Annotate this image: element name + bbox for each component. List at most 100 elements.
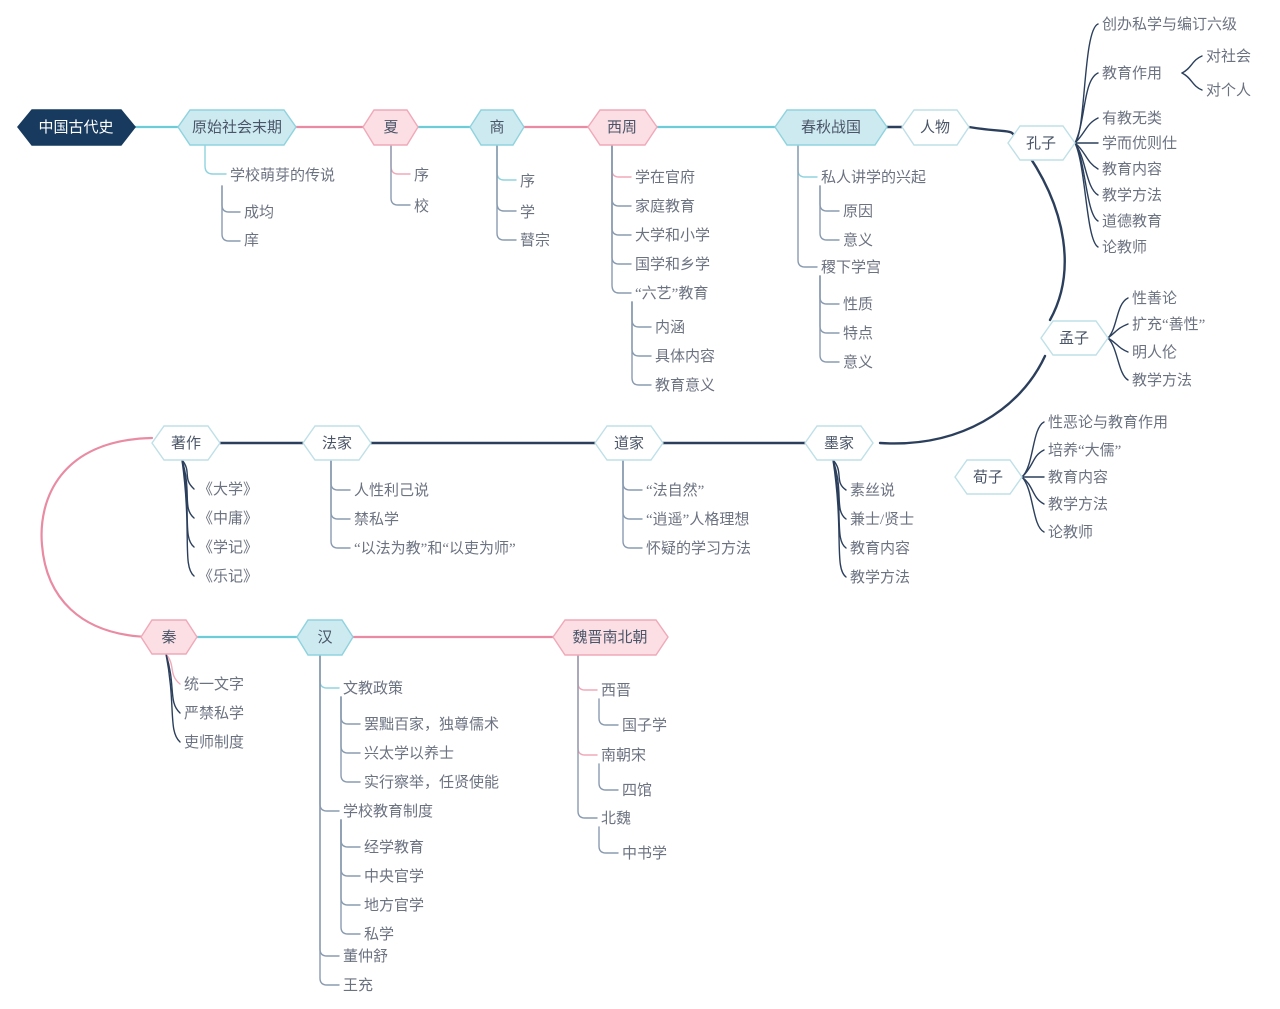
leaf-label: 家庭教育 — [635, 198, 695, 215]
mengzi-label: 孟子 — [1059, 330, 1089, 347]
node-chunqiu[interactable]: 春秋战国 — [774, 109, 888, 146]
conn-xunzi-1 — [1021, 421, 1045, 478]
conn-qin-2 — [165, 653, 181, 714]
leaf-label: 南朝宋 — [601, 747, 646, 764]
conn-kongzi-2 — [1074, 72, 1099, 144]
node-zhuzuo[interactable]: 著作 — [151, 425, 221, 461]
node-kongzi[interactable]: 孔子 — [1007, 125, 1076, 161]
xizhou-label: 西周 — [607, 119, 637, 136]
leaf-label: 特点 — [843, 325, 873, 342]
node-shang[interactable]: 商 — [469, 109, 525, 146]
conn-mojia-2 — [832, 459, 847, 520]
leaf-label: 教学方法 — [1048, 496, 1108, 513]
conn-wenjiao-2 — [340, 696, 361, 754]
link-mengzi-mojia — [878, 354, 1047, 445]
xunzi-label: 荀子 — [973, 469, 1003, 486]
subtree-connectors — [165, 23, 1203, 986]
leaf-label: 教学方法 — [850, 569, 910, 586]
leaf-label: “法自然” — [646, 482, 704, 499]
leaf-label: 吏师制度 — [184, 734, 244, 751]
leaf-label: 稷下学宫 — [821, 259, 881, 276]
mengzi-hexagon[interactable] — [1040, 320, 1109, 356]
zhuzuo-label: 著作 — [171, 435, 201, 452]
leaf-label: 董仲舒 — [343, 948, 388, 965]
leaf-label: 具体内容 — [655, 348, 715, 365]
conn-kongzi-8 — [1074, 142, 1099, 248]
conn-xunzi-5 — [1021, 476, 1045, 533]
kongzi-hexagon[interactable] — [1007, 125, 1076, 161]
node-xunzi[interactable]: 荀子 — [954, 459, 1023, 495]
leaf-label: 瞽宗 — [520, 231, 550, 249]
leaf-label: 《乐记》 — [198, 568, 258, 585]
leaf-label: 论教师 — [1102, 239, 1147, 256]
leaf-label: 创办私学与编订六级 — [1102, 16, 1237, 33]
leaf-label: 北魏 — [601, 810, 631, 827]
conn-shang-3 — [496, 144, 517, 241]
node-qin[interactable]: 秦 — [140, 619, 198, 655]
leaf-label: 经学教育 — [364, 839, 424, 856]
conn-chunqiu-1 — [797, 144, 818, 178]
conn-daojia-1 — [622, 460, 643, 491]
conn-xizhou-3 — [611, 144, 632, 236]
node-han[interactable]: 汉 — [296, 619, 354, 656]
leaf-label: 《学记》 — [198, 539, 258, 556]
trunk-connectors — [40, 125, 1066, 639]
xia-hexagon[interactable] — [362, 109, 419, 146]
node-renwu[interactable]: 人物 — [901, 109, 970, 146]
qin-hexagon[interactable] — [140, 619, 198, 655]
root-hexagon[interactable] — [17, 109, 136, 146]
node-xia[interactable]: 夏 — [362, 109, 419, 146]
node-daojia[interactable]: 道家 — [594, 425, 664, 461]
yuanshi-hexagon[interactable] — [177, 109, 297, 146]
conn-jiaoyu-1 — [1181, 55, 1203, 74]
daojia-hexagon[interactable] — [594, 425, 664, 461]
chunqiu-hexagon[interactable] — [774, 109, 888, 146]
conn-wenjiao-1 — [340, 696, 361, 725]
leaf-label: 原因 — [843, 203, 873, 220]
leaf-label: 序 — [414, 167, 429, 184]
conn-qin-3 — [165, 653, 181, 743]
yuanshi-label: 原始社会末期 — [192, 119, 282, 136]
conn-zhuzuo-1 — [181, 459, 195, 490]
conn-xia-2 — [390, 144, 411, 206]
leaf-label: 国学和乡学 — [635, 256, 710, 273]
leaf-label: 严禁私学 — [184, 705, 244, 722]
leaf-label: 对个人 — [1206, 82, 1251, 99]
conn-kongzi-5 — [1074, 142, 1099, 170]
renwu-hexagon[interactable] — [901, 109, 970, 146]
conn-xunzi-2 — [1021, 449, 1045, 478]
node-mojia[interactable]: 墨家 — [804, 425, 874, 461]
conn-xizhou-5 — [611, 144, 632, 294]
leaf-label: 庠 — [244, 232, 259, 249]
leaf-label: “以法为教”和“以吏为师” — [354, 540, 516, 557]
conn-xijin-1 — [598, 698, 619, 726]
node-fajia[interactable]: 法家 — [302, 425, 372, 461]
leaf-label: 序 — [520, 173, 535, 190]
weijin-hexagon[interactable] — [552, 619, 669, 656]
leaf-label: 国子学 — [622, 717, 667, 734]
conn-han-4 — [319, 654, 340, 986]
mojia-hexagon[interactable] — [804, 425, 874, 461]
conn-zhuzuo-2 — [181, 459, 195, 519]
leaf-label: 对社会 — [1206, 48, 1251, 65]
node-root[interactable]: 中国古代史 — [17, 109, 136, 146]
shang-hexagon[interactable] — [469, 109, 525, 146]
qin-label: 秦 — [161, 629, 176, 646]
node-weijin[interactable]: 魏晋南北朝 — [552, 619, 669, 656]
conn-xuexiao-2 — [221, 185, 241, 242]
han-hexagon[interactable] — [296, 619, 354, 656]
xunzi-hexagon[interactable] — [954, 459, 1023, 495]
node-mengzi[interactable]: 孟子 — [1040, 320, 1109, 356]
link-zhuzuo-qin — [40, 436, 154, 639]
xizhou-hexagon[interactable] — [587, 109, 658, 146]
leaf-label: 教学方法 — [1102, 187, 1162, 204]
leaf-label: 教育作用 — [1102, 65, 1162, 82]
fajia-hexagon[interactable] — [302, 425, 372, 461]
leaf-label: 西晋 — [601, 682, 631, 699]
zhuzuo-hexagon[interactable] — [151, 425, 221, 461]
conn-han-1 — [319, 654, 340, 689]
conn-shang-2 — [496, 144, 517, 212]
node-yuanshi[interactable]: 原始社会末期 — [177, 109, 297, 146]
node-xizhou[interactable]: 西周 — [587, 109, 658, 146]
conn-han-2 — [319, 654, 340, 812]
